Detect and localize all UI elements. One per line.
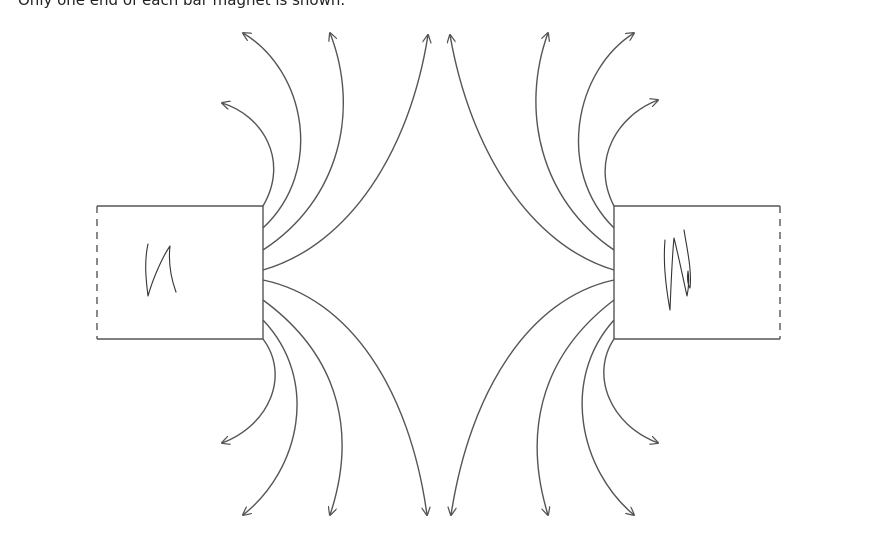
field-line [577, 33, 634, 229]
field-line [535, 33, 615, 251]
field-line [222, 338, 276, 443]
caption-text: Only one end of each bar magnet is shown… [18, 0, 346, 9]
field-line [536, 299, 615, 515]
field-line [450, 35, 615, 271]
right-magnet: N [613, 205, 781, 340]
right-magnet-pole-label [663, 229, 691, 311]
field-line [243, 319, 298, 515]
field-line [262, 35, 428, 271]
field-line [603, 338, 658, 443]
field-line [262, 33, 345, 251]
field-line [451, 279, 615, 515]
field-line [222, 103, 275, 207]
field-line [243, 33, 302, 229]
field-line [262, 279, 427, 515]
left-magnet: N [96, 205, 264, 340]
field-line [604, 100, 658, 207]
field-line [581, 319, 634, 515]
left-field-lines [222, 33, 428, 515]
left-magnet-pole-label [145, 243, 177, 297]
right-field-lines [450, 33, 658, 515]
field-line [262, 299, 343, 515]
